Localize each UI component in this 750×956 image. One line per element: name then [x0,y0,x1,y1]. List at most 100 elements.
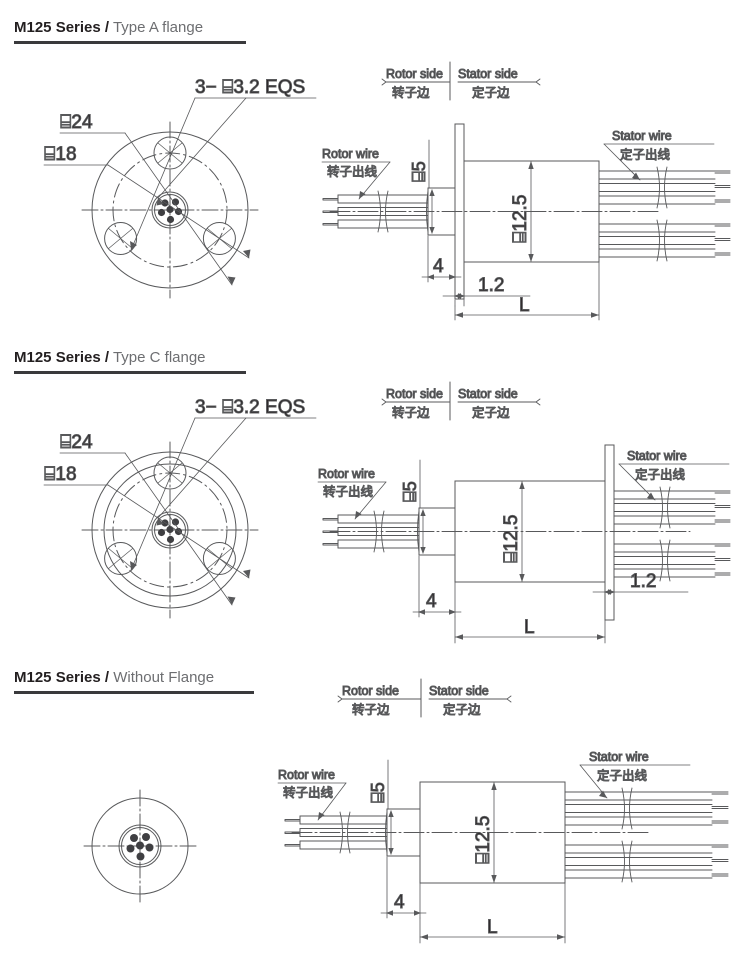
section-underline [14,691,254,694]
section-title-series: M125 Series / [14,19,110,36]
dim-length [454,616,606,644]
label-rotor-side-cn: 转子边 [392,85,430,100]
side-view-type-c [317,381,731,644]
section-underline [14,371,246,374]
section-underline [14,41,246,44]
dim-body-text: ⌸12.5 [501,515,522,563]
flange-plate [604,444,615,621]
section-title-variant: Type A flange [112,19,204,36]
dim-outer-text: ⌸24 [60,112,93,133]
dim-shaft-text: ⌸5 [400,481,420,502]
label-stator-wire-en: Stator wire [589,750,649,764]
section-title-series: M125 Series / [14,349,110,366]
dim-length-text: L [519,295,530,316]
shaft-stub [427,187,456,236]
rotor-wire-bundle [322,510,420,553]
connector-pins [126,833,154,861]
front-view-leaders [43,97,317,286]
section-without-flange: M125 Series / Without Flange [0,650,750,956]
section-title: M125 Series / Type A flange [14,18,714,37]
connector-pins [157,198,183,224]
front-view-arrowheads [130,198,251,285]
dim-shaft-text: ⌸5 [368,782,388,803]
dim-shaft-text: ⌸5 [409,161,429,182]
dim-shaft [387,759,392,855]
dim-shaft-length-text: 4 [426,591,437,612]
dim-length [454,261,600,321]
label-rotor-wire-en: Rotor wire [322,147,379,161]
dim-length [419,882,566,944]
dim-shaft-length [412,555,462,618]
break-symbol [381,510,385,553]
break-symbol [339,811,343,854]
stator-wire-bundle-lower [564,840,729,883]
section-header: M125 Series / Type A flange [14,18,714,52]
label-stator-side-en: Stator side [458,67,518,81]
stator-wire-bundle-lower [598,219,731,262]
label-stator-wire-cn: 定子出线 [620,147,671,162]
dim-outer-text: ⌸24 [60,432,93,453]
mounting-holes [104,136,236,255]
section-header: M125 Series / Without Flange [14,668,714,702]
label-stator-side-en: Stator side [429,684,489,698]
label-rotor-side-en: Rotor side [342,684,399,698]
section-type-a: M125 Series / Type A flange [0,0,750,330]
side-view-plain [277,678,729,944]
stator-wire-bundle-upper [564,787,729,830]
dim-holes-text: 3− ⌸3.2 EQS [195,397,305,418]
break-symbol [385,190,389,233]
section-header: M125 Series / Type C flange [14,348,714,382]
label-rotor-wire-cn: 转子出线 [323,484,374,499]
side-view-type-a [321,61,731,321]
label-stator-wire-en: Stator wire [627,449,687,463]
label-rotor-side-en: Rotor side [386,67,443,81]
rotor-wire-leader [277,782,347,821]
section-title-variant: Without Flange [113,669,215,686]
section-type-c: M125 Series / Type C flange [0,330,750,650]
dim-shaft [428,139,433,234]
mounting-hole [202,222,236,255]
label-stator-wire-cn: 定子出线 [635,467,686,482]
label-rotor-side-cn: 转子边 [392,405,430,420]
rotor-wire-bundle [284,811,388,854]
rotor-wire-bundle [322,190,429,233]
stator-wire-bundle-lower [613,539,731,582]
front-view-arrowheads [130,518,251,605]
break-symbol [373,510,377,553]
section-title: M125 Series / Type C flange [14,348,714,367]
label-rotor-side-cn: 转子边 [352,702,390,717]
shaft-stub [418,507,456,556]
dim-flange-thickness-text: 1.2 [630,571,656,592]
front-view-leaders [43,417,317,606]
dim-holes-text: 3− ⌸3.2 EQS [195,77,305,98]
dim-bolt-circle-text: ⌸18 [44,464,77,485]
label-rotor-side-en: Rotor side [386,387,443,401]
dim-length-text: L [487,917,498,938]
label-rotor-wire-en: Rotor wire [278,768,335,782]
label-stator-side-cn: 定子边 [443,702,481,717]
dim-shaft-length-text: 4 [433,256,444,277]
section-title-series: M125 Series / [14,669,110,686]
dim-flange-thickness-text: 1.2 [478,275,504,296]
mounting-holes [104,456,236,575]
label-rotor-wire-cn: 转子出线 [283,785,334,800]
label-stator-side-cn: 定子边 [472,85,510,100]
stator-wire-leader [603,143,715,181]
label-stator-wire-cn: 定子出线 [597,768,648,783]
drawing-without-flange: Rotor side 转子边 Stator side 定子边 Rotor wir… [0,650,750,956]
dim-length-text: L [524,617,535,638]
break-symbol [377,190,381,233]
dim-body-text: ⌸12.5 [473,816,494,864]
rotor-wire-leader [321,161,391,200]
mounting-hole [104,542,138,575]
mounting-hole [202,542,236,575]
rotor-wire-leader [317,481,387,520]
label-rotor-wire-en: Rotor wire [318,467,375,481]
dim-flange-thickness [442,261,531,307]
label-stator-wire-en: Stator wire [612,129,672,143]
dim-flange-thickness [592,581,689,599]
label-stator-side-en: Stator side [458,387,518,401]
stator-wire-leader [618,463,730,501]
drawing-type-c: ⌸24 ⌸18 3− ⌸3.2 EQS [0,330,750,650]
break-symbol [347,811,351,854]
